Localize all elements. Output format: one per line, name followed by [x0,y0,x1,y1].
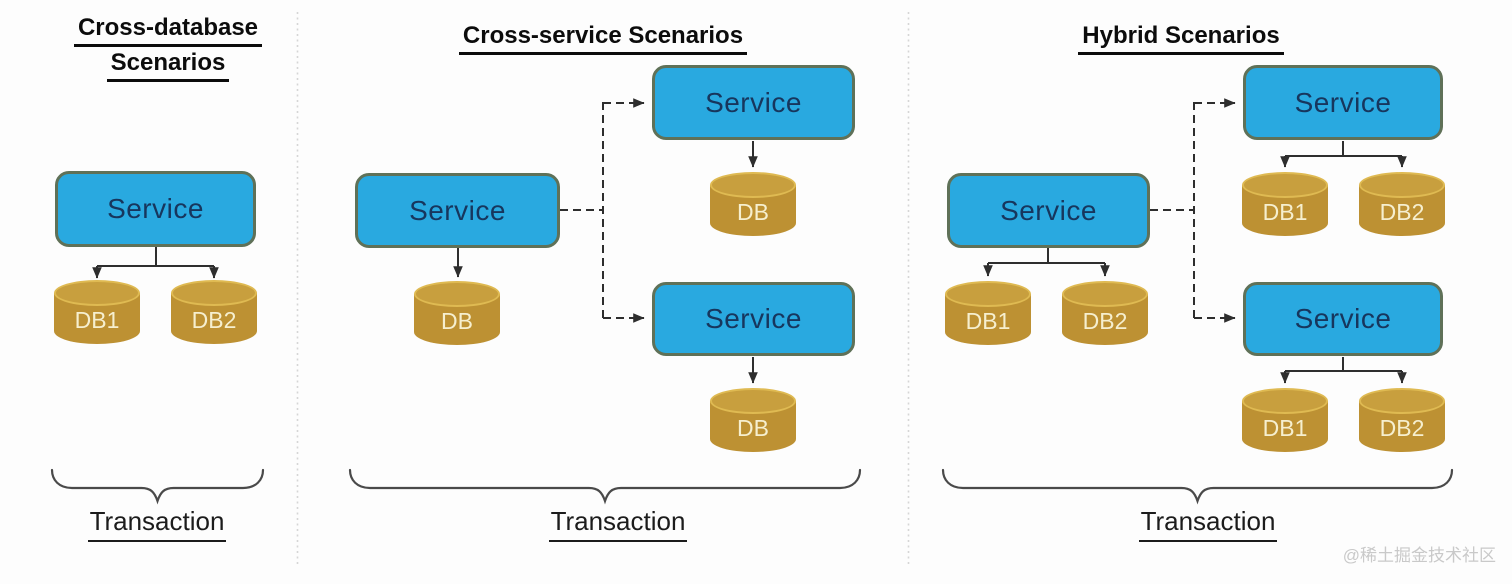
db-label: DB [737,199,769,225]
db-label: DB [441,308,473,334]
transaction-brace [50,468,1454,505]
section-title-hybrid: Hybrid Scenarios [1031,20,1331,55]
db-cylinder: DB2 [171,280,257,344]
service-label: Service [107,193,204,224]
hybrid-connectors [983,98,1407,384]
db-cylinder: DB2 [1062,281,1148,345]
service-label: Service [1294,303,1392,334]
db-label: DB [737,415,769,441]
cross-database-connectors [92,247,219,279]
transaction-label: Transaction [1058,506,1358,542]
service-label: Service [705,86,802,118]
cylinder-top [1359,388,1445,414]
dashed-call-lines [560,98,645,323]
service-box: Service [355,173,560,248]
title-line: Scenarios [106,47,230,82]
db-cylinder: DB1 [1242,172,1328,236]
db-cylinder: DB [710,388,796,452]
service-box: Service [652,282,855,356]
cylinder-top [1242,172,1328,198]
cylinder-top [710,172,796,198]
db-label: DB1 [1262,199,1308,225]
db-cylinder: DB1 [54,280,140,344]
service-box: Service [1243,65,1443,140]
cylinder-top [414,281,500,307]
section-title-cross-database: Cross-database Scenarios [18,12,318,82]
db-cylinder: DB1 [945,281,1031,345]
db-label: DB2 [1082,308,1128,334]
service-label: Service [1294,86,1392,118]
cylinder-top [1062,281,1148,307]
section-title-cross-service: Cross-service Scenarios [453,20,753,55]
title-line: Cross-database [73,12,263,47]
service-box: Service [652,65,855,140]
service-label: Service [409,194,506,226]
service-box: Service [1243,282,1443,356]
cylinder-top [1359,172,1445,198]
cylinder-top [54,280,140,306]
title-line: Hybrid Scenarios [1078,20,1284,55]
transaction-label: Transaction [7,506,307,542]
transaction-text: Transaction [87,506,227,542]
title-line: Cross-service Scenarios [458,20,748,55]
transaction-label: Transaction [468,506,768,542]
db-cylinder: DB [414,281,500,345]
cylinder-top [710,388,796,414]
db-label: DB1 [74,307,120,333]
panel-divider [296,12,910,566]
dashed-call-lines [1150,98,1236,323]
service-box: Service [55,171,256,247]
service-label: Service [705,303,802,334]
db-label: DB1 [965,308,1011,334]
cross-service-connectors [453,98,758,384]
transaction-text: Transaction [1138,506,1278,542]
cylinder-top [171,280,257,306]
service-label: Service [1000,194,1097,226]
db-cylinder: DB2 [1359,172,1445,236]
watermark: @稀土掘金技术社区 [1342,546,1496,565]
db-label: DB2 [1379,415,1425,441]
cylinder-top [1242,388,1328,414]
db-label: DB2 [191,307,237,333]
cylinder-top [945,281,1031,307]
db-label: DB1 [1262,415,1308,441]
db-cylinder: DB1 [1242,388,1328,452]
db-cylinder: DB2 [1359,388,1445,452]
db-cylinder: DB [710,172,796,236]
service-box: Service [947,173,1150,248]
transaction-text: Transaction [548,506,688,542]
db-label: DB2 [1379,199,1425,225]
